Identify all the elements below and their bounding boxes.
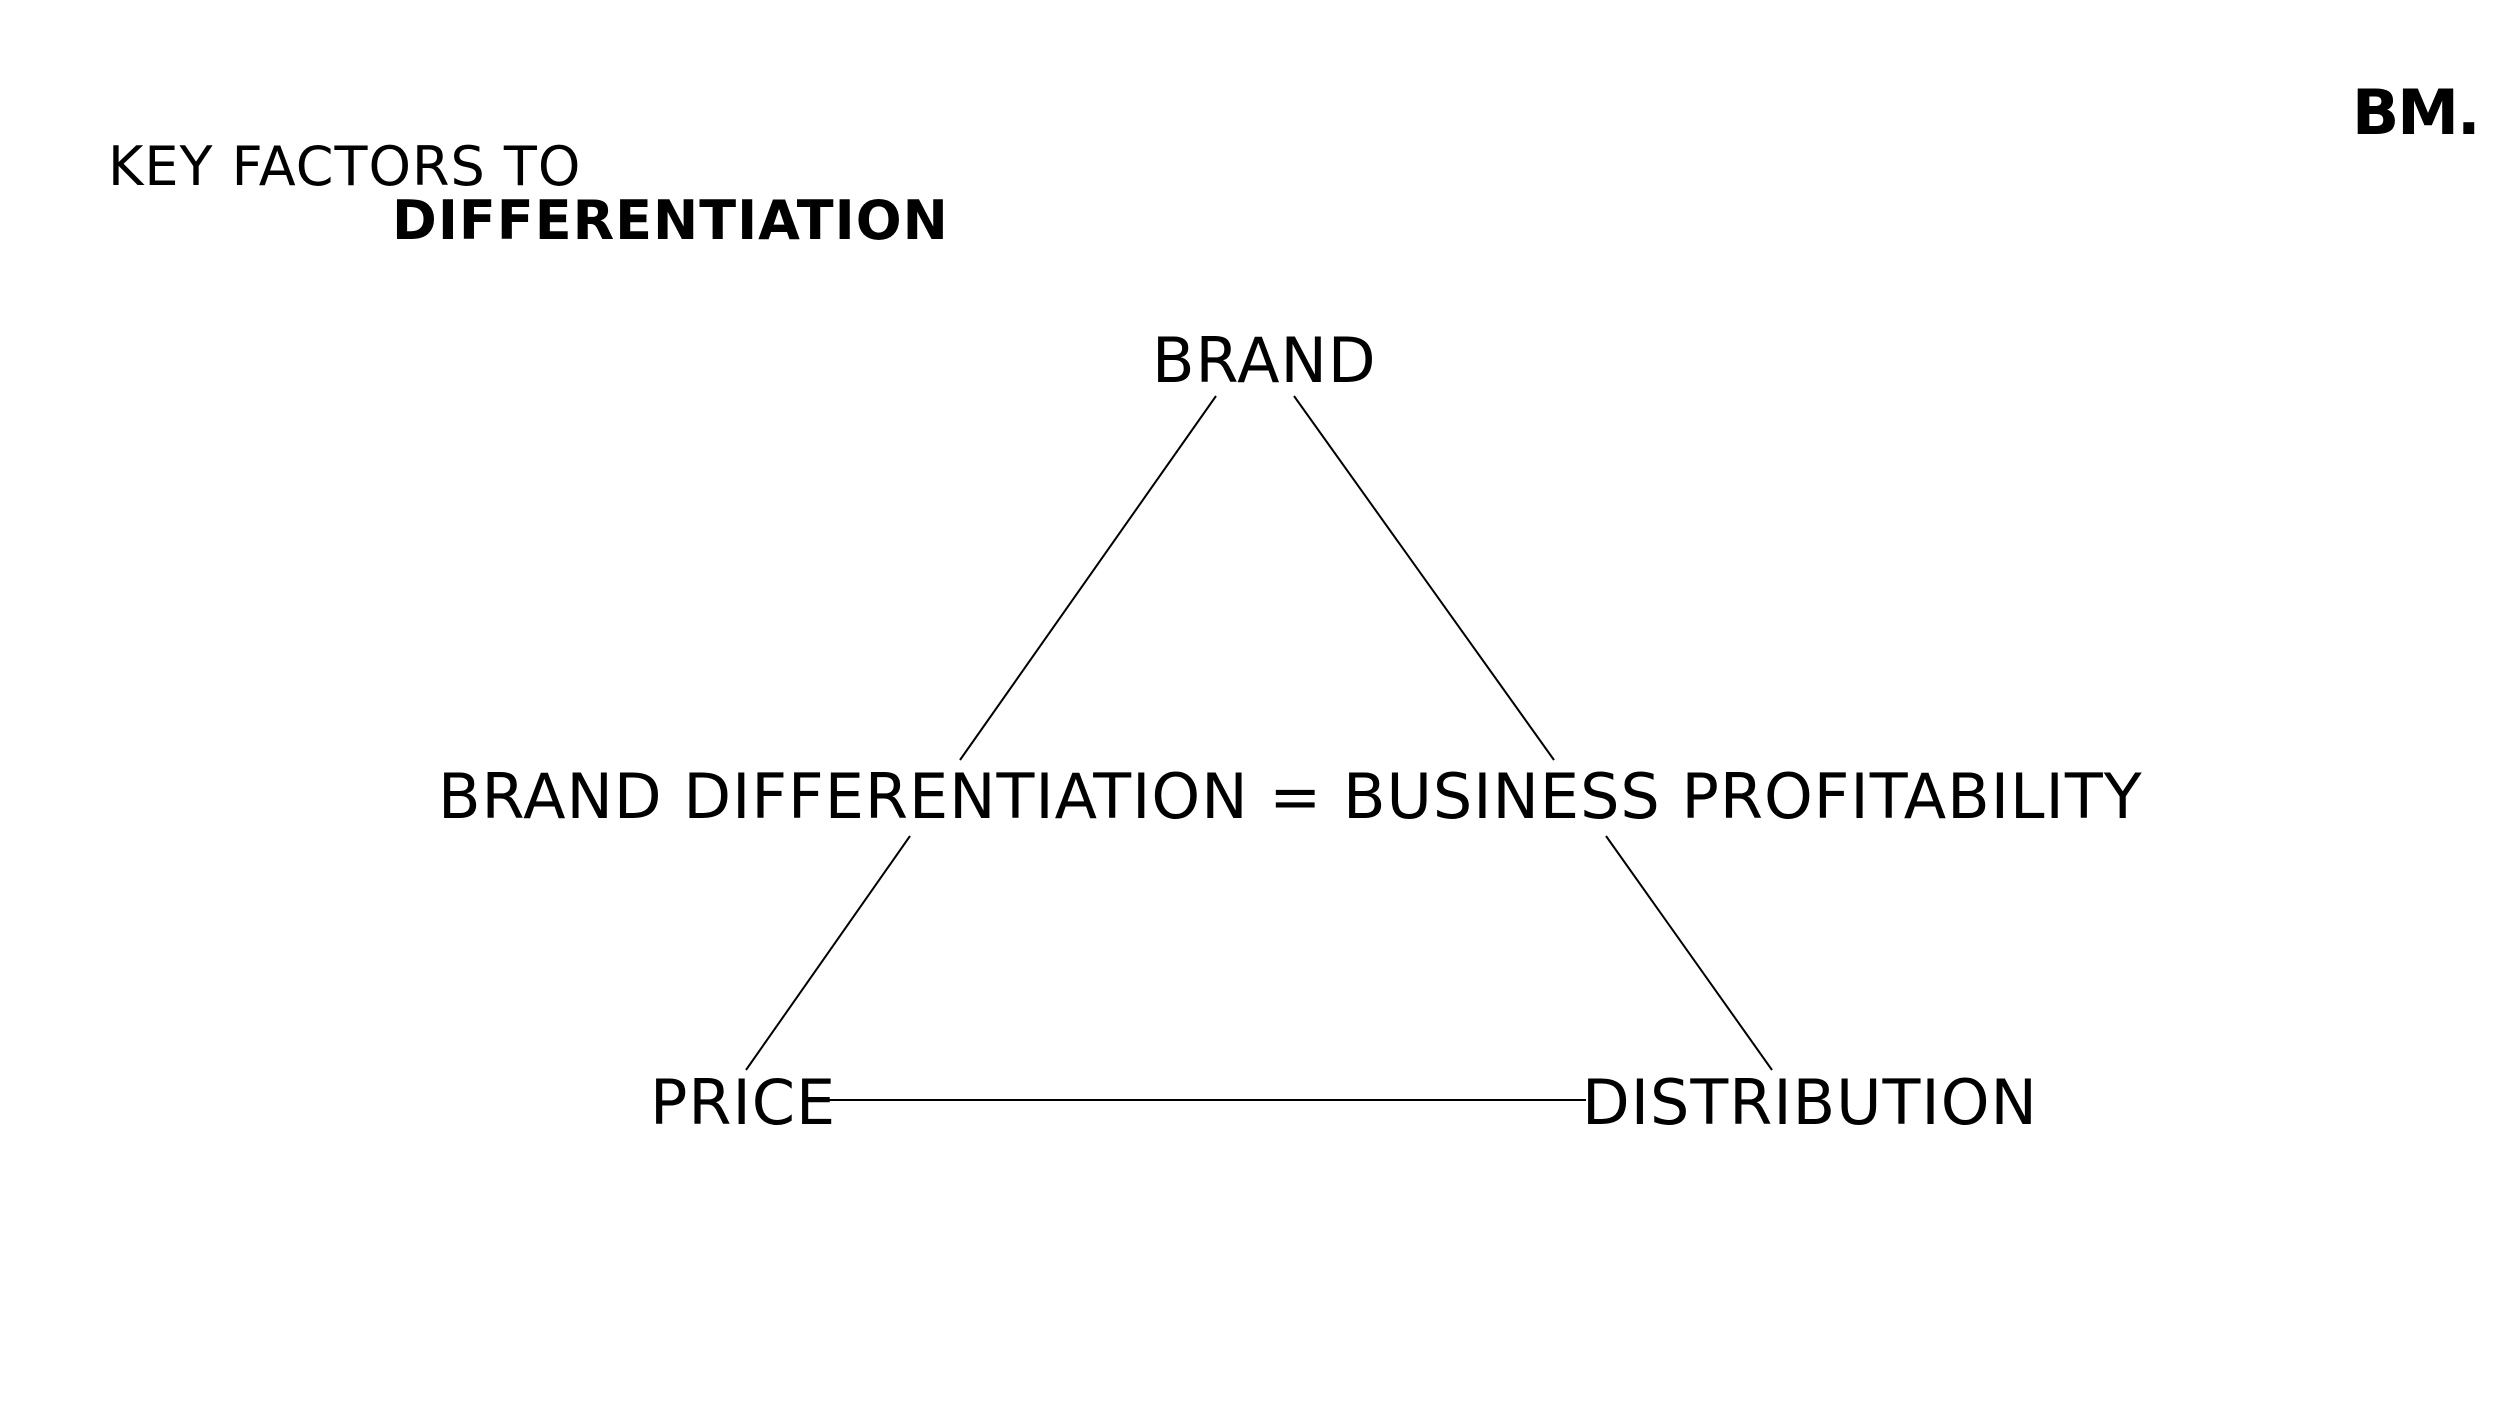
edge-brand-price-upper — [959, 395, 1217, 761]
node-distribution: DISTRIBUTION — [1582, 1066, 2038, 1139]
edge-brand-distribution-lower — [1605, 835, 1773, 1071]
slide-title-line1: KEY FACTORS TO — [108, 135, 582, 198]
center-statement: BRAND DIFFERENTIATION = BUSINESS PROFITA… — [438, 760, 2143, 833]
edge-brand-price-lower — [745, 835, 911, 1071]
slide-title-line2: DIFFERENTIATION — [392, 189, 949, 252]
brand-logo: BM. — [2352, 76, 2481, 149]
node-price: PRICE — [650, 1066, 837, 1139]
node-brand: BRAND — [1152, 324, 1377, 397]
edge-brand-distribution-upper — [1293, 395, 1555, 761]
